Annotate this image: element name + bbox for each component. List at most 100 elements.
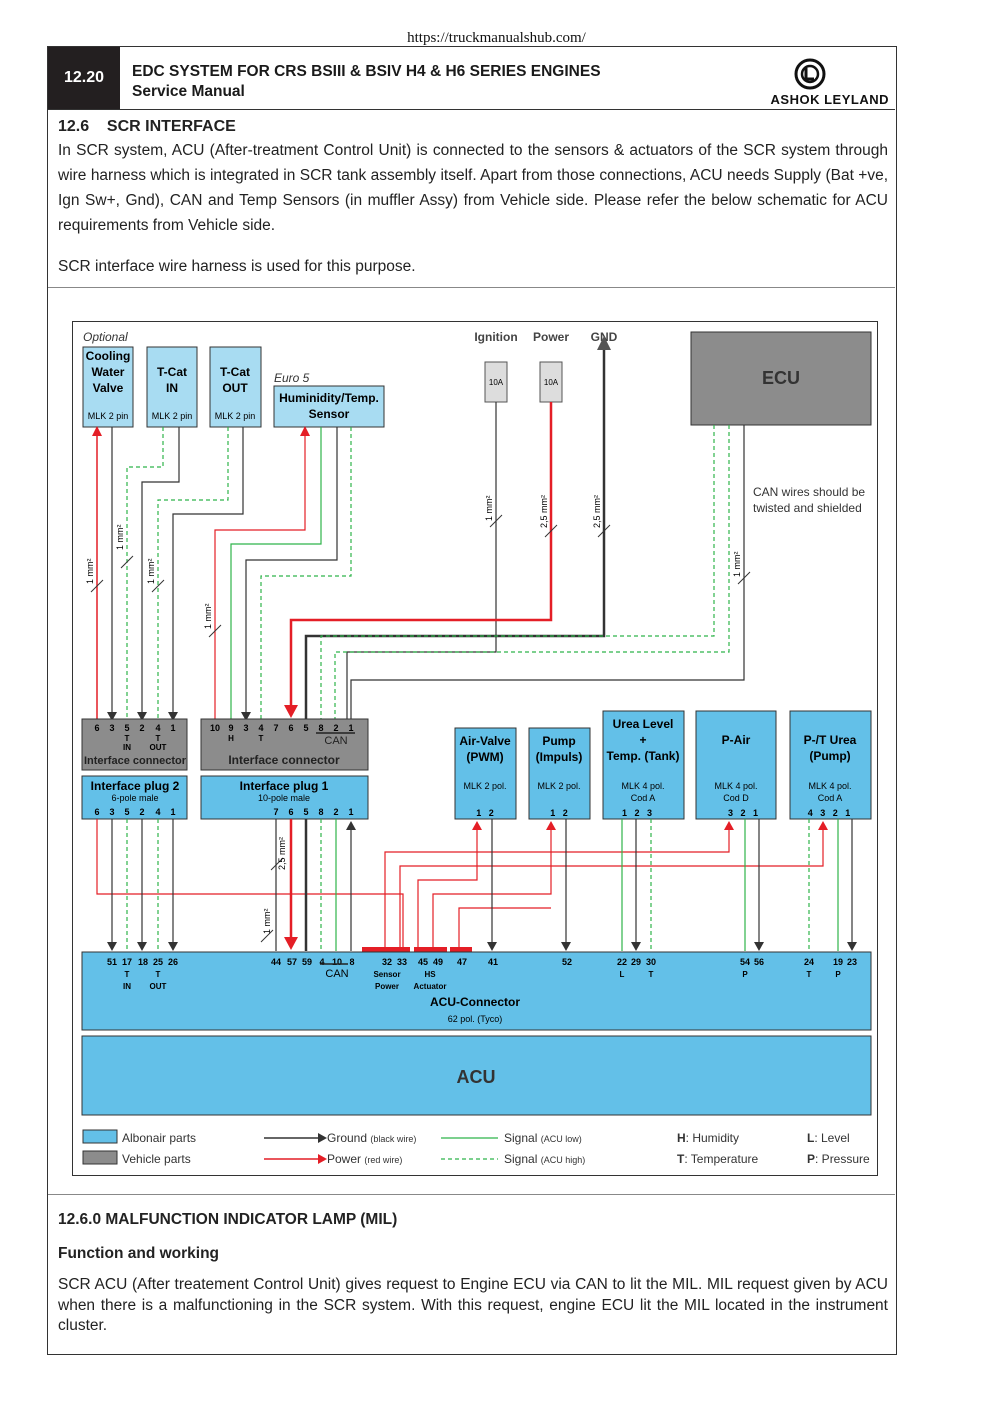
acu-pin-number: 41 [488,957,498,967]
pin-number: 4 [155,807,160,817]
legend-t-key: T [677,1152,685,1166]
acu-pin-number: 32 [382,957,392,967]
wire-gauge: 2,5 mm² [539,495,549,528]
acu-pin-label: P [742,970,748,979]
acu-pin-number: 10 [332,957,342,967]
wire-humidity-t [260,427,352,719]
connector-type: MLK 4 pol. [808,781,851,791]
legend-vehicle: Vehicle parts [122,1152,191,1166]
pin-number: 8 [318,723,323,733]
sensor-label: Huminidity/Temp. [279,391,379,405]
component-label: P-Air [722,733,751,747]
legend-t-val: : Temperature [684,1152,758,1166]
wire-can-high [320,425,715,719]
sensor-label: Cooling [86,349,131,363]
arrow-humidity-gnd [241,712,251,721]
page-header: 12.20 EDC SYSTEM FOR CRS BSIII & BSIV H4… [48,47,895,110]
acu-box: ACU [81,1035,872,1116]
connector-type: MLK 2 pol. [537,781,580,791]
ignition-label: Ignition [474,330,517,344]
wire-sensor-power-ptu [399,830,824,950]
legend-ground-sub: (black wire) [370,1134,416,1144]
mil-subheading: Function and working [58,1245,220,1262]
acu-pin-number: 47 [457,957,467,967]
pin-number: 1 [348,723,353,733]
wire-tcat-out-signal [157,427,229,719]
pin-number: 6 [94,807,99,817]
can-note: twisted and shielded [753,501,862,515]
plug-subtitle: 10-pole male [258,793,310,803]
acu-pin-label: T [649,970,654,979]
fuse-rating: 10A [489,378,504,387]
ignition-fuse: 10A [484,361,508,403]
acu-label: ACU [457,1067,496,1087]
pin-number: 4 [258,723,263,733]
acu-pin-label: CAN [325,968,348,980]
pin-label: T [156,734,161,743]
acu-pin-number: 59 [302,957,312,967]
acu-pin-number: 56 [754,957,764,967]
source-url[interactable]: https://truckmanualshub.com/ [407,30,586,46]
wire-gauge: 1 mm² [732,552,742,578]
legend-signal-low-label: Signal [504,1131,537,1145]
acu-pin-number: 49 [433,957,443,967]
ecu-box: ECU [690,331,872,426]
wire-humidity-power [214,434,306,719]
pin-number: 4 [155,723,160,733]
brand-name: ASHOK LEYLAND [770,92,889,107]
section-number-badge: 12.20 [48,47,120,109]
optional-label: Optional [83,330,128,344]
legend-albonair: Albonair parts [122,1131,196,1145]
sensor-label: IN [166,381,178,395]
acu-pin-number: 29 [631,957,641,967]
acu-pin-label: OUT [150,982,167,991]
wire-gauge-labels: 1 mm² 1 mm² 1 mm² 1 mm² 1 mm² 2,5 mm² 2,… [85,495,751,943]
pin-number: 6 [288,723,293,733]
wire-ignition [346,402,497,719]
pump-box: Pump (Impuls) MLK 2 pol. 1 2 [528,727,591,820]
pin-number: 6 [94,723,99,733]
acu-pin-label: T [156,970,161,979]
mil-paragraph: SCR ACU (After treatement Control Unit) … [58,1276,888,1334]
legend-albonair-swatch [82,1129,118,1144]
humidity-temp-sensor-box: Huminidity/Temp. Sensor [273,385,385,428]
legend-power: Power (red wire) [327,1152,402,1166]
component-label: Temp. (Tank) [607,749,680,763]
interface-connector-1: 10 9 3 4 7 6 5 8 2 1 H T CAN Interface c… [200,718,369,771]
acu-connector-subtitle: 62 pol. (Tyco) [448,1014,503,1024]
legend-signal-high-sub: (ACU high) [541,1155,586,1165]
pin-number: 3 [109,723,114,733]
wire-power-supply [289,402,553,705]
ashok-leyland-emblem-icon [794,58,826,90]
wire-tcat-out-ground [172,427,244,712]
connector-code: Cod A [631,793,656,803]
wire-gauge: 1 mm² [203,604,213,630]
acu-pin-number: 57 [287,957,297,967]
pin-number: 3 [109,807,114,817]
wire-cooling-ground [107,427,117,721]
wire-gauge: 1 mm² [146,559,156,585]
p-t-urea-pump-box: P-/T Urea (Pump) MLK 4 pol. Cod A 4 3 2 … [789,710,872,820]
connector-type: MLK 2 pin [215,411,256,421]
connector-type: MLK 2 pol. [463,781,506,791]
arrow-humidity-power [300,426,310,436]
acu-pin-number: 22 [617,957,627,967]
pin-number: 9 [228,723,233,733]
arrow-tcat-in-ground [137,712,147,721]
wire-plug2-pin6 [96,819,404,950]
pin-number: 2 [139,807,144,817]
connector-code: Cod D [723,793,749,803]
wire-gauge: 2,5 mm² [592,495,602,528]
pin-numbers: 4 3 2 1 [808,808,851,818]
wire-cooling-power [92,426,102,719]
wiring-schematic: Optional Cooling Water Valve MLK 2 pin T… [81,330,872,1166]
pin-number: 5 [124,807,129,817]
header-title-line2: Service Manual [132,83,245,100]
pin-number: 1 [348,807,353,817]
acu-pin-number: 54 [740,957,750,967]
sensor-label: T-Cat [220,365,250,379]
acu-pin-number: 4 [319,957,324,967]
component-label: (Impuls) [536,750,583,764]
pin-number: 7 [273,723,278,733]
